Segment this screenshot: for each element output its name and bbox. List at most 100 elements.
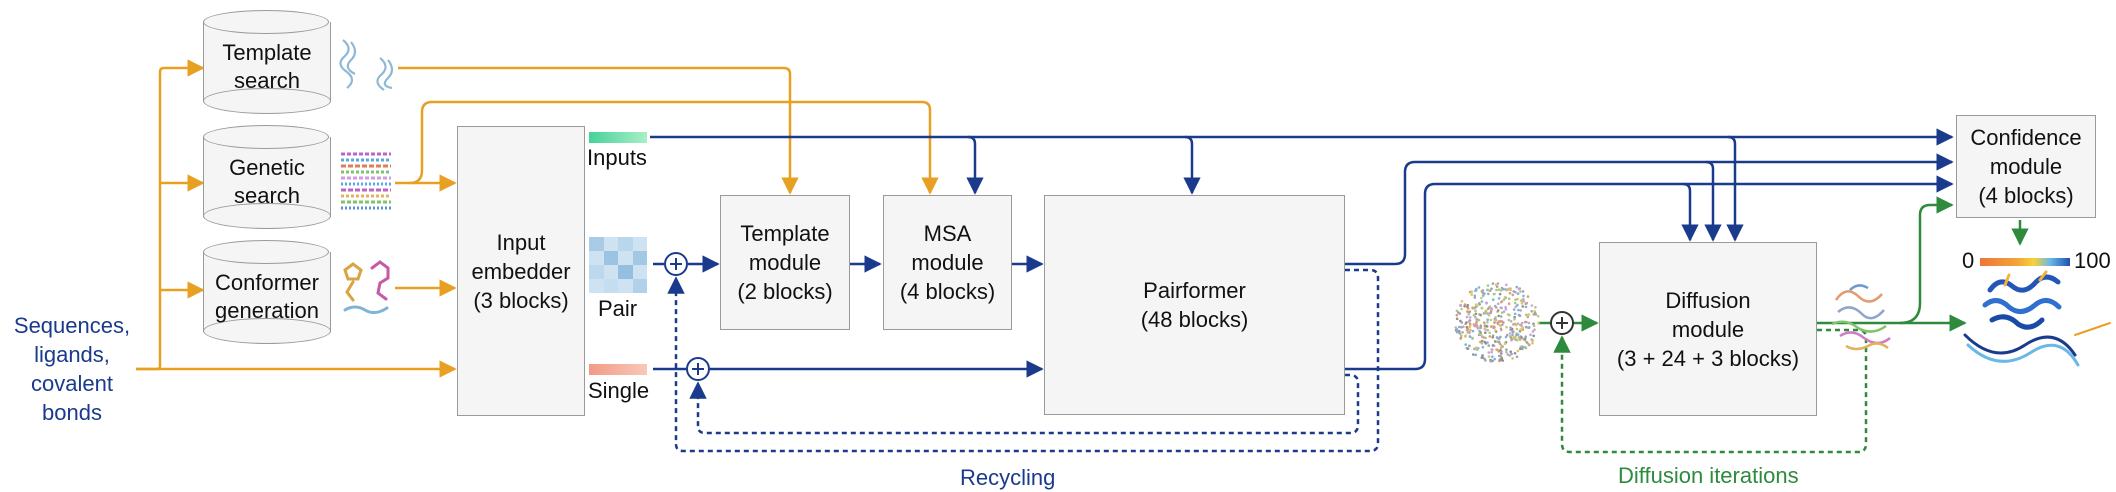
noise-particle (1505, 288, 1509, 292)
noise-particle (1472, 314, 1476, 317)
noise-particle (1493, 340, 1497, 343)
diffusion-module-box: Diffusion module (3 + 24 + 3 blocks) (1599, 242, 1817, 416)
noise-particle (1487, 288, 1490, 292)
noise-particle (1514, 291, 1517, 294)
noise-particle (1537, 321, 1540, 325)
noise-particle (1485, 301, 1488, 305)
inputs-swatch (589, 132, 647, 143)
noise-particle (1500, 306, 1503, 310)
noise-particle (1466, 347, 1470, 351)
noise-particle (1494, 329, 1497, 332)
noise-particle (1505, 348, 1508, 351)
sum-nodes (664, 252, 710, 381)
noise-particle (1509, 336, 1513, 339)
noise-particle (1496, 282, 1500, 285)
predicted-structure-icon (1963, 270, 2111, 367)
noise-particle (1493, 304, 1497, 308)
noise-particle (1513, 318, 1516, 321)
noise-particle (1474, 353, 1478, 357)
noise-particle (1483, 292, 1486, 295)
noise-particle (1516, 303, 1519, 307)
noise-particle (1490, 308, 1494, 311)
noise-particle (1486, 284, 1490, 287)
noise-particle (1503, 296, 1507, 299)
noise-particle (1511, 357, 1514, 360)
noise-particle (1493, 319, 1497, 323)
noise-particle (1473, 294, 1477, 298)
noise-particle (1480, 300, 1484, 303)
noise-particle (1527, 313, 1531, 316)
noise-particle (1499, 315, 1503, 318)
noise-particle (1474, 312, 1478, 316)
noise-particle (1512, 335, 1516, 339)
noise-particle (1486, 328, 1490, 332)
noise-particle (1505, 333, 1509, 337)
noise-particle (1521, 305, 1525, 308)
noise-particle (1486, 318, 1489, 322)
noise-particle (1517, 287, 1521, 291)
noise-particle (1465, 325, 1469, 329)
template-module-box: Template module (2 blocks) (720, 195, 850, 330)
noise-particle (1468, 335, 1472, 339)
noise-particle (1504, 335, 1508, 339)
noise-particle (1505, 350, 1508, 354)
noise-particle (1480, 356, 1484, 359)
noise-particle (1479, 324, 1483, 328)
noise-particle (1480, 335, 1484, 338)
input-embedder-box: Input embedder (3 blocks) (457, 126, 585, 416)
noise-particle (1455, 309, 1459, 313)
noise-particle (1481, 345, 1485, 349)
noise-particle (1516, 297, 1519, 301)
noise-particle (1511, 333, 1514, 337)
noise-particle (1524, 313, 1528, 317)
noise-particle (1523, 337, 1527, 341)
noise-particle (1507, 302, 1511, 306)
noise-particle (1474, 289, 1477, 293)
noise-particle (1468, 322, 1472, 326)
noise-particle (1524, 305, 1528, 309)
noise-particle (1506, 353, 1510, 356)
noise-particle (1500, 286, 1504, 290)
noise-particle (1478, 333, 1481, 336)
noise-particle (1460, 307, 1463, 311)
noise-particle (1459, 303, 1462, 307)
scale-max-label: 100 (2074, 248, 2111, 273)
noise-particle (1479, 313, 1482, 317)
noise-particle (1521, 290, 1525, 293)
noise-particle (1462, 325, 1465, 329)
msa-module-box: MSA module (4 blocks) (883, 195, 1012, 330)
noise-particle (1496, 309, 1500, 312)
blue-arrows (650, 128, 1954, 378)
noise-particle (1463, 304, 1466, 308)
noise-particle (1497, 340, 1501, 344)
genetic-search-database: Genetic search (203, 125, 331, 230)
noise-particle (1534, 306, 1537, 309)
noise-particle (1514, 305, 1518, 309)
single-label: Single (588, 378, 650, 403)
noise-particle (1465, 321, 1468, 324)
noise-particle (1486, 321, 1489, 324)
noise-particle (1494, 283, 1498, 287)
noise-particle (1487, 292, 1490, 296)
conformer-molecule-icon (343, 260, 390, 315)
noise-particle (1496, 302, 1500, 306)
noise-particle (1502, 298, 1506, 301)
noise-particle (1513, 301, 1517, 305)
noise-particle (1500, 320, 1504, 323)
noise-particle (1473, 324, 1476, 328)
noise-particle (1495, 288, 1498, 292)
noise-particle (1468, 325, 1471, 329)
noise-particle (1499, 324, 1502, 327)
noise-particle (1487, 314, 1491, 317)
noise-particle (1491, 282, 1495, 285)
noise-particle (1499, 344, 1503, 347)
noise-particle (1519, 347, 1522, 351)
recycling-label: Recycling (960, 465, 1056, 490)
noise-particle (1458, 325, 1461, 329)
noise-particle (1455, 317, 1459, 321)
noise-particle (1526, 315, 1530, 319)
noise-particle (1455, 313, 1459, 317)
noise-particle (1517, 308, 1520, 312)
template-search-database: Template search (203, 10, 331, 115)
noise-particle (1492, 325, 1495, 328)
